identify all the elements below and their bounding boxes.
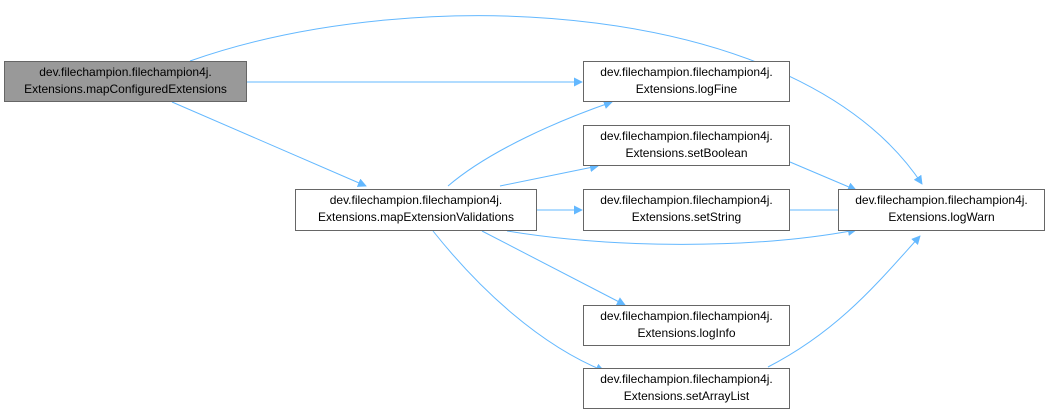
node-set-string-line1: dev.filechampion.filechampion4j. — [600, 193, 773, 207]
node-set-array-list-line1: dev.filechampion.filechampion4j. — [600, 372, 773, 386]
node-set-boolean-line2: Extensions.setBoolean — [625, 146, 748, 160]
node-map-extension-validations-line2: Extensions.mapExtensionValidations — [318, 210, 514, 224]
node-log-fine-line1: dev.filechampion.filechampion4j. — [600, 65, 773, 79]
edge-mapvalidations-to-logwarn — [506, 227, 857, 245]
node-log-info-line1: dev.filechampion.filechampion4j. — [600, 309, 773, 323]
node-map-configured-extensions-line2: Extensions.mapConfiguredExtensions — [24, 82, 227, 96]
node-set-array-list[interactable]: dev.filechampion.filechampion4j. Extensi… — [583, 368, 790, 409]
node-log-fine-line2: Extensions.logFine — [635, 82, 738, 96]
node-log-warn-line1: dev.filechampion.filechampion4j. — [855, 193, 1028, 207]
edge-mapvalidations-to-setboolean — [499, 163, 599, 187]
node-log-info-line2: Extensions.logInfo — [637, 326, 736, 340]
node-map-extension-validations[interactable]: dev.filechampion.filechampion4j. Extensi… — [295, 189, 537, 231]
node-set-boolean-line1: dev.filechampion.filechampion4j. — [600, 129, 773, 143]
edge-mapvalidations-to-logfine — [447, 100, 613, 187]
edge-mapconfigured-to-mapvalidations — [171, 101, 367, 187]
node-log-fine[interactable]: dev.filechampion.filechampion4j. Extensi… — [583, 61, 790, 102]
node-log-warn-line2: Extensions.logWarn — [888, 210, 995, 224]
node-log-warn[interactable]: dev.filechampion.filechampion4j. Extensi… — [838, 189, 1045, 231]
edge-mapvalidations-to-setarraylist — [432, 230, 605, 373]
node-map-configured-extensions[interactable]: dev.filechampion.filechampion4j. Extensi… — [4, 61, 247, 102]
edge-mapvalidations-to-loginfo — [481, 230, 626, 306]
node-set-string-line2: Extensions.setString — [631, 210, 742, 224]
node-map-configured-extensions-line1: dev.filechampion.filechampion4j. — [39, 65, 212, 79]
edge-mapconfigured-to-logwarn — [189, 15, 923, 185]
node-set-string[interactable]: dev.filechampion.filechampion4j. Extensi… — [583, 189, 790, 231]
edge-setboolean-to-logwarn — [789, 161, 857, 191]
node-set-boolean[interactable]: dev.filechampion.filechampion4j. Extensi… — [583, 125, 790, 166]
node-log-info[interactable]: dev.filechampion.filechampion4j. Extensi… — [583, 305, 790, 346]
node-set-array-list-line2: Extensions.setArrayList — [623, 389, 750, 403]
node-map-extension-validations-line1: dev.filechampion.filechampion4j. — [329, 193, 503, 207]
edge-setarraylist-to-logwarn — [767, 235, 921, 368]
